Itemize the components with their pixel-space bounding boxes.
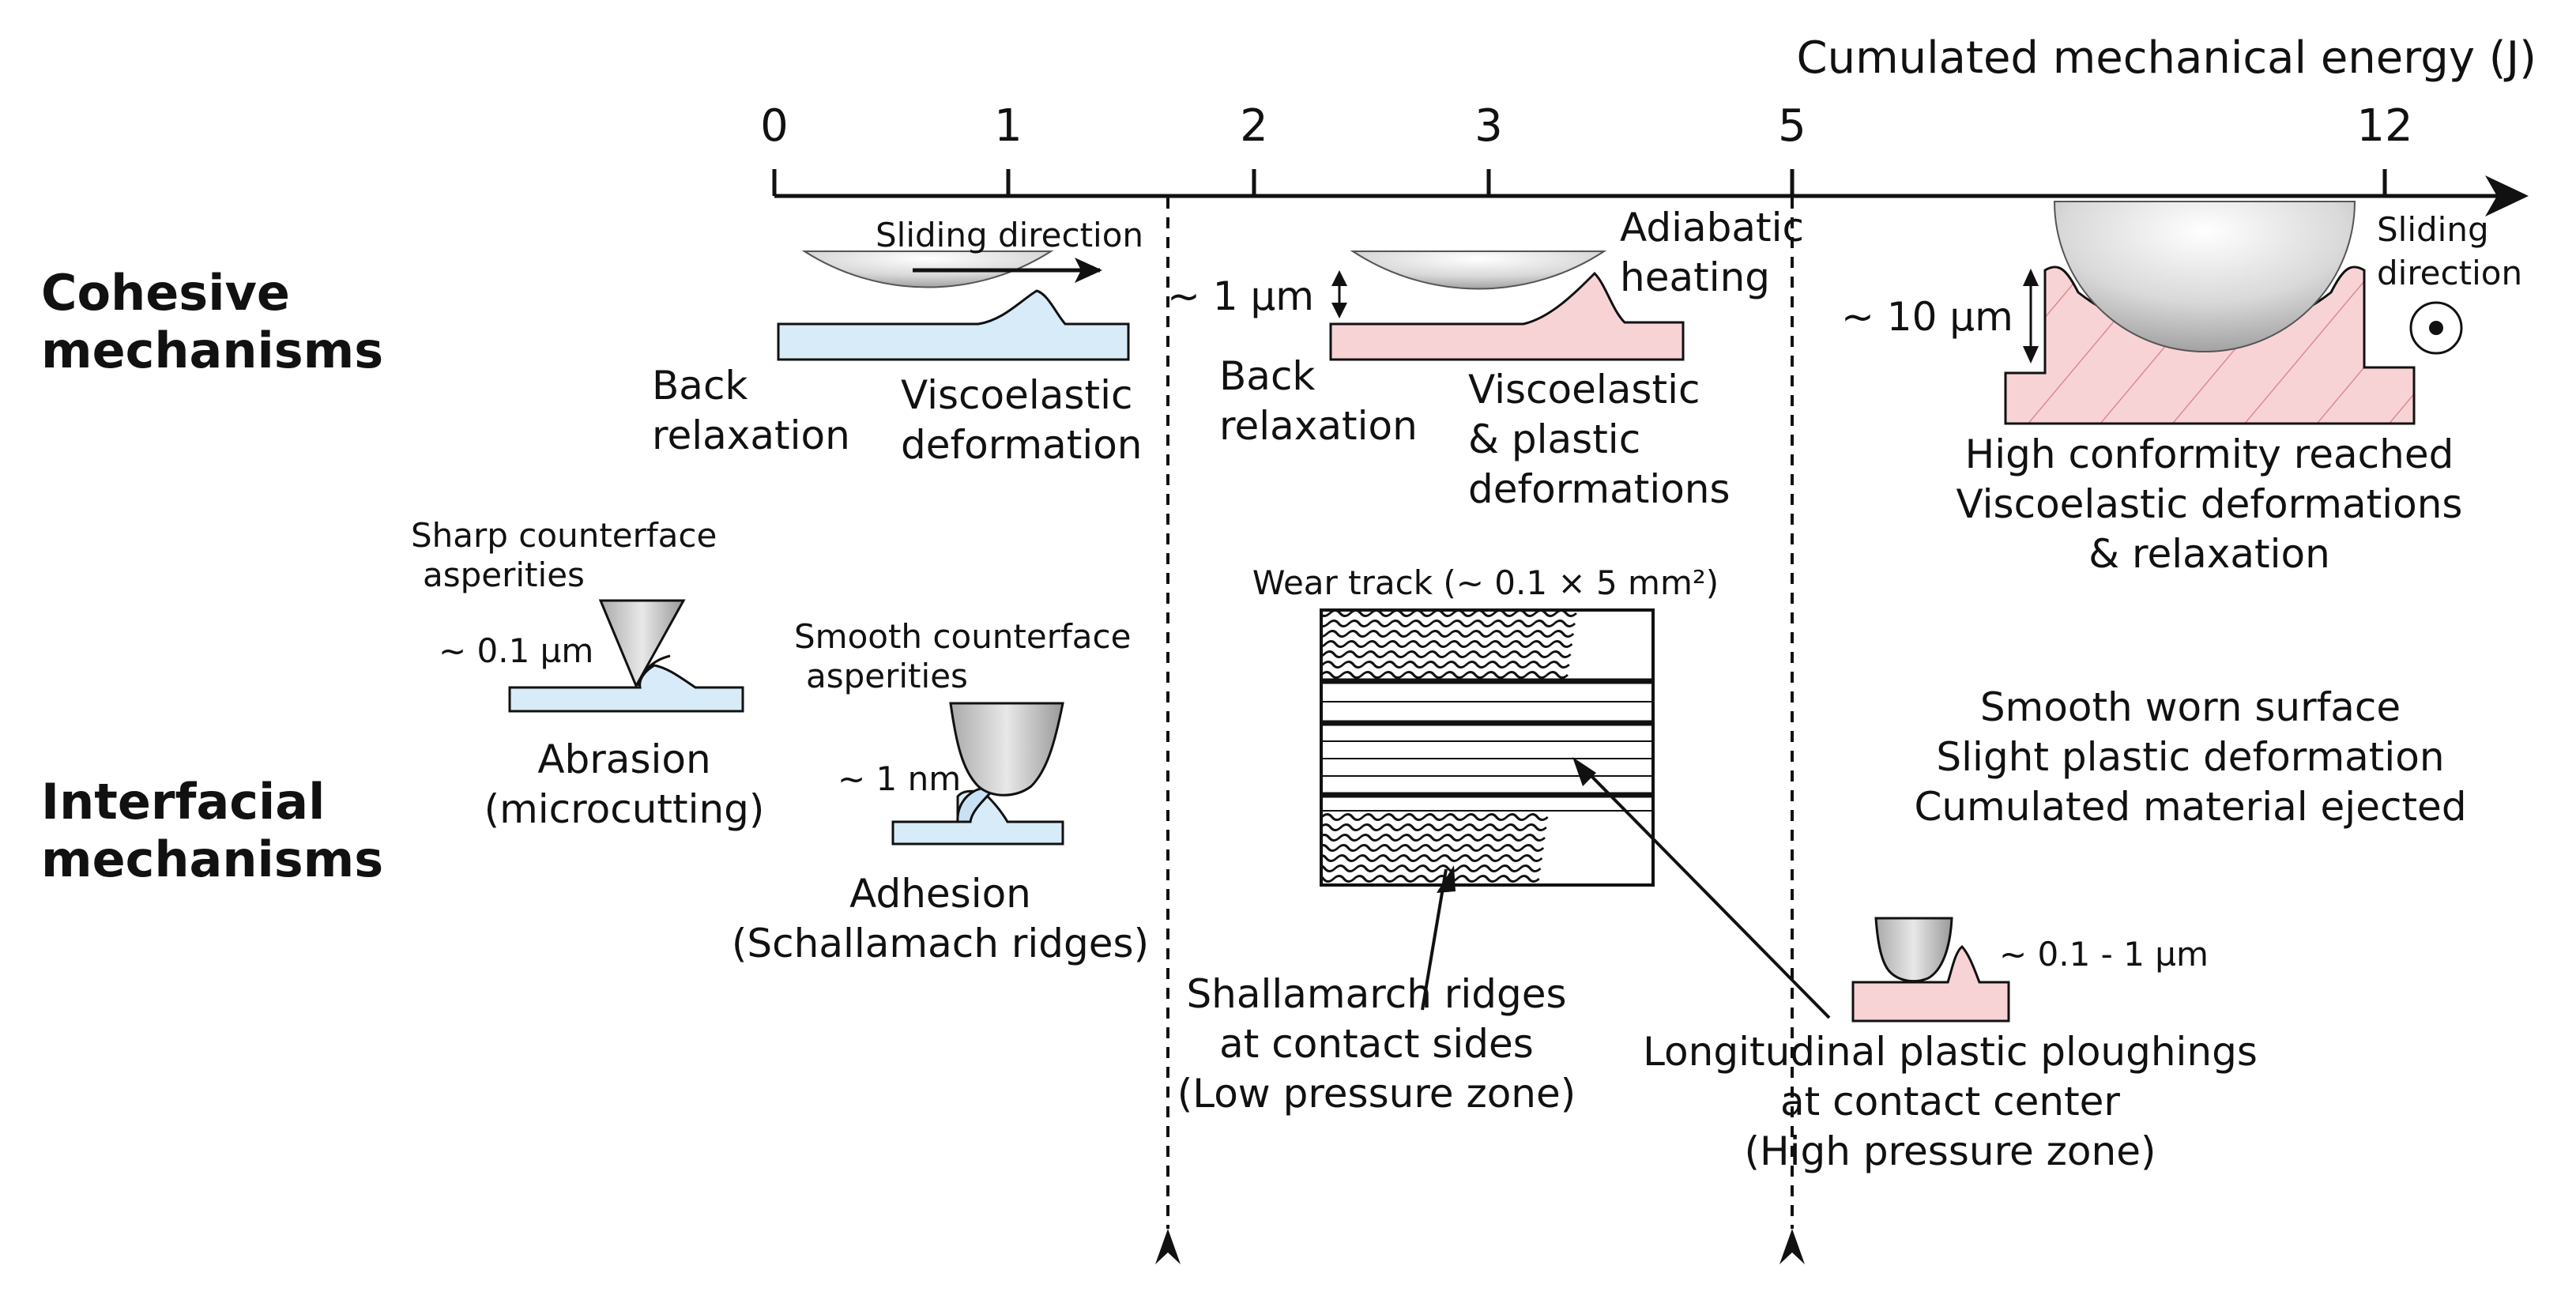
ridge-wave (1321, 813, 1549, 821)
row-label-interfacial: Interfacial (41, 773, 325, 831)
wear-track-diagram: Wear track (~ 0.1 × 5 mm²) Shallamarch r… (1177, 563, 2258, 1174)
ridge-wave (1321, 834, 1546, 842)
stage3-interfacial-summary: Smooth worn surface (1980, 684, 2401, 730)
sliding-direction-label: direction (2377, 254, 2522, 292)
cohesive-stage-1: Sliding direction Back relaxation Viscoe… (652, 216, 1143, 468)
asperities-label: Smooth counterface (794, 617, 1131, 656)
smooth-asperity-icon (949, 702, 1064, 797)
adiabatic-label: Adiabatic (1620, 205, 1804, 250)
ridge-wave (1321, 610, 1577, 617)
ridge-wave (1321, 844, 1545, 852)
cohesive-stage-2: ~ 1 µm Adiabatic heating Back relaxation… (1167, 205, 1804, 512)
substrate (1329, 271, 1685, 361)
ridge-wave (1321, 640, 1573, 648)
stage-divider-1 (1155, 198, 1181, 1264)
viscoelastic-label: deformation (901, 422, 1143, 468)
viscoplastic-label: deformations (1468, 466, 1731, 512)
divider-arrow-icon (1155, 1229, 1181, 1264)
abrasion-label: (microcutting) (484, 786, 765, 832)
ridge-wave (1321, 864, 1542, 872)
smooth-asperity-icon (1874, 917, 1953, 983)
back-relaxation-label: Back (652, 363, 748, 409)
adhesion-label: Adhesion (849, 871, 1031, 917)
viscoplastic-label: Viscoelastic (1468, 367, 1700, 412)
ploughings-label: Longitudinal plastic ploughings (1643, 1029, 2258, 1075)
viscoplastic-label: & plastic (1468, 416, 1640, 462)
tick-label: 2 (1240, 100, 1268, 152)
tick-label: 1 (994, 100, 1022, 152)
axis-title: Cumulated mechanical energy (J) (1796, 32, 2536, 84)
adhesion-label: (Schallamach ridges) (732, 921, 1149, 966)
size-label: ~ 1 µm (1167, 273, 1314, 319)
asperities-label: asperities (423, 556, 585, 594)
divider-arrow-icon (1779, 1229, 1805, 1264)
stage3-interfacial-summary: Cumulated material ejected (1914, 784, 2466, 830)
ridge-wave (1321, 661, 1570, 669)
back-relaxation-label: relaxation (1219, 403, 1418, 449)
tick-label: 5 (1778, 100, 1806, 152)
size-label: ~ 0.1 - 1 µm (1999, 935, 2209, 974)
plough-lines (1321, 678, 1653, 812)
abrasion-diagram: Sharp counterface asperities ~ 0.1 µm Ab… (411, 516, 764, 832)
asperities-label: Sharp counterface (411, 516, 717, 555)
row-label-cohesive: mechanisms (41, 322, 383, 379)
size-label: ~ 0.1 µm (439, 631, 593, 670)
adiabatic-label: heating (1620, 254, 1770, 300)
row-label-cohesive: Cohesive (41, 264, 290, 322)
size-label: ~ 1 nm (838, 759, 961, 798)
ridge-wave (1321, 823, 1547, 831)
substrate (508, 664, 744, 713)
ridge-wave (1321, 875, 1540, 883)
wear-track-title: Wear track (~ 0.1 × 5 mm²) (1252, 563, 1719, 602)
ridges-label: (Low pressure zone) (1177, 1071, 1576, 1117)
substrate (1851, 944, 2010, 1023)
cohesive-stage-3: ~ 10 µm Sliding direction High conformit… (1841, 201, 2522, 577)
ridge-wave (1321, 630, 1575, 638)
pointer-arrow-icon (1572, 757, 1596, 786)
asperities-label: asperities (806, 657, 968, 695)
back-relaxation-label: Back (1219, 353, 1315, 399)
stage-divider-2 (1779, 198, 1805, 1264)
interfacial-stage-3: Smooth worn surface Slight plastic defor… (1851, 684, 2467, 1023)
ploughings-label: (High pressure zone) (1745, 1128, 2156, 1174)
ball-icon (1350, 250, 1607, 290)
abrasion-label: Abrasion (537, 736, 710, 782)
viscoelastic-label: Viscoelastic (901, 372, 1132, 418)
ridge-wave (1321, 854, 1543, 862)
back-relaxation-label: relaxation (652, 412, 850, 458)
substrate (777, 289, 1130, 361)
ridge-wave (1321, 620, 1576, 627)
row-label-interfacial: mechanisms (41, 831, 383, 888)
stage3-summary: & relaxation (2088, 531, 2330, 577)
sliding-direction-label: Sliding direction (876, 216, 1143, 254)
stage3-summary: Viscoelastic deformations (1956, 481, 2463, 527)
ridge-waves (1321, 610, 1577, 883)
pointer-arrow-icon (1437, 865, 1456, 893)
ploughings-label: at contact center (1780, 1079, 2120, 1124)
sliding-direction-label: Sliding (2377, 210, 2489, 249)
tick-label: 0 (760, 100, 789, 152)
adhesion-diagram: Smooth counterface asperities ~ 1 nm Adh… (732, 617, 1149, 966)
ball-icon (2053, 201, 2356, 352)
ridge-wave (1321, 671, 1569, 679)
energy-axis: Cumulated mechanical energy (J) 0 1 2 3 … (760, 32, 2536, 217)
axis-arrow-icon (2485, 175, 2529, 217)
sharp-asperity-icon (598, 599, 686, 689)
tick-label: 12 (2356, 100, 2412, 152)
size-arrow-icon (1331, 270, 1347, 318)
stage3-interfacial-summary: Slight plastic deformation (1936, 734, 2444, 780)
tick-label: 3 (1474, 100, 1503, 152)
stage3-summary: High conformity reached (1965, 431, 2454, 477)
size-label: ~ 10 µm (1841, 294, 2013, 340)
axis-ticks (772, 169, 2387, 196)
ridges-label: at contact sides (1219, 1021, 1534, 1067)
ridge-wave (1321, 650, 1572, 658)
ridges-label: Shallamarch ridges (1186, 971, 1566, 1017)
